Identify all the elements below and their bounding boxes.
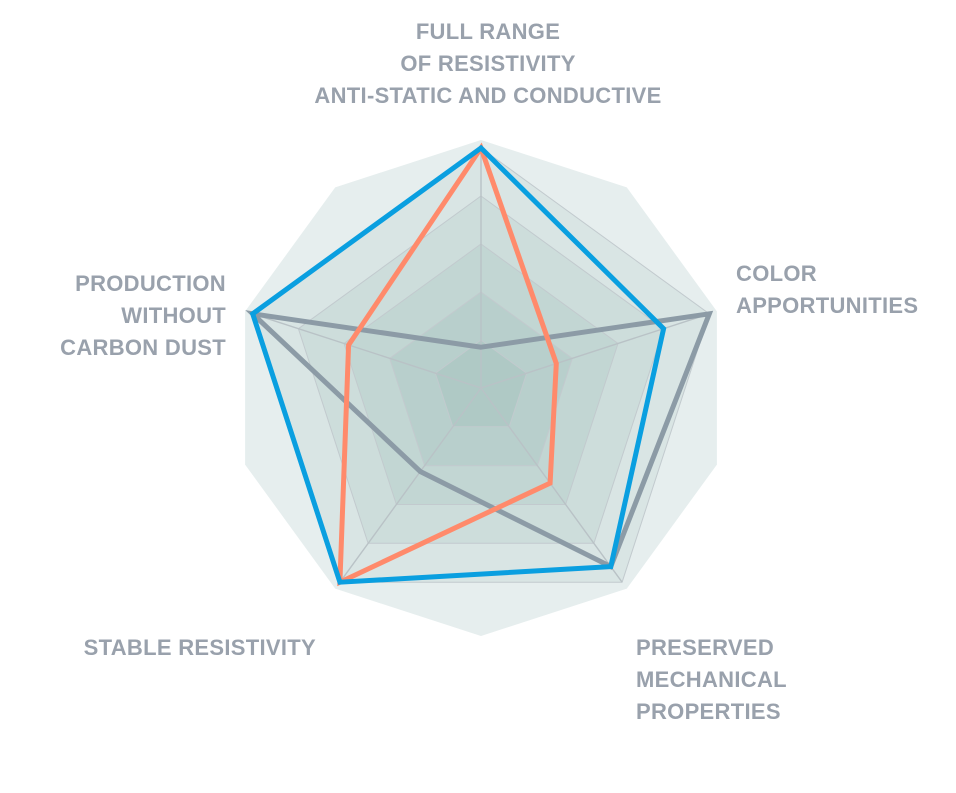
series-lines (245, 142, 714, 587)
axis-label-preserved-mechanical-properties: PRESERVED MECHANICAL PROPERTIES (636, 635, 787, 724)
series-line-2 (249, 144, 667, 585)
axis-label-production-without-carbon-dust: PRODUCTION WITHOUT CARBON DUST (60, 271, 226, 360)
axis-label-color-apportunities: COLOR APPORTUNITIES (736, 261, 919, 318)
axis-label-stable-resistivity: STABLE RESISTIVITY (83, 635, 316, 660)
axis-spoke-3 (339, 387, 482, 583)
axis-label-full-range-of-resistivity: FULL RANGE OF RESISTIVITY ANTI-STATIC AN… (314, 19, 662, 108)
axis-spoke-1 (480, 313, 710, 389)
series-line-1 (337, 142, 559, 587)
series-line-0 (245, 310, 714, 571)
axis-spoke-4 (252, 313, 482, 389)
